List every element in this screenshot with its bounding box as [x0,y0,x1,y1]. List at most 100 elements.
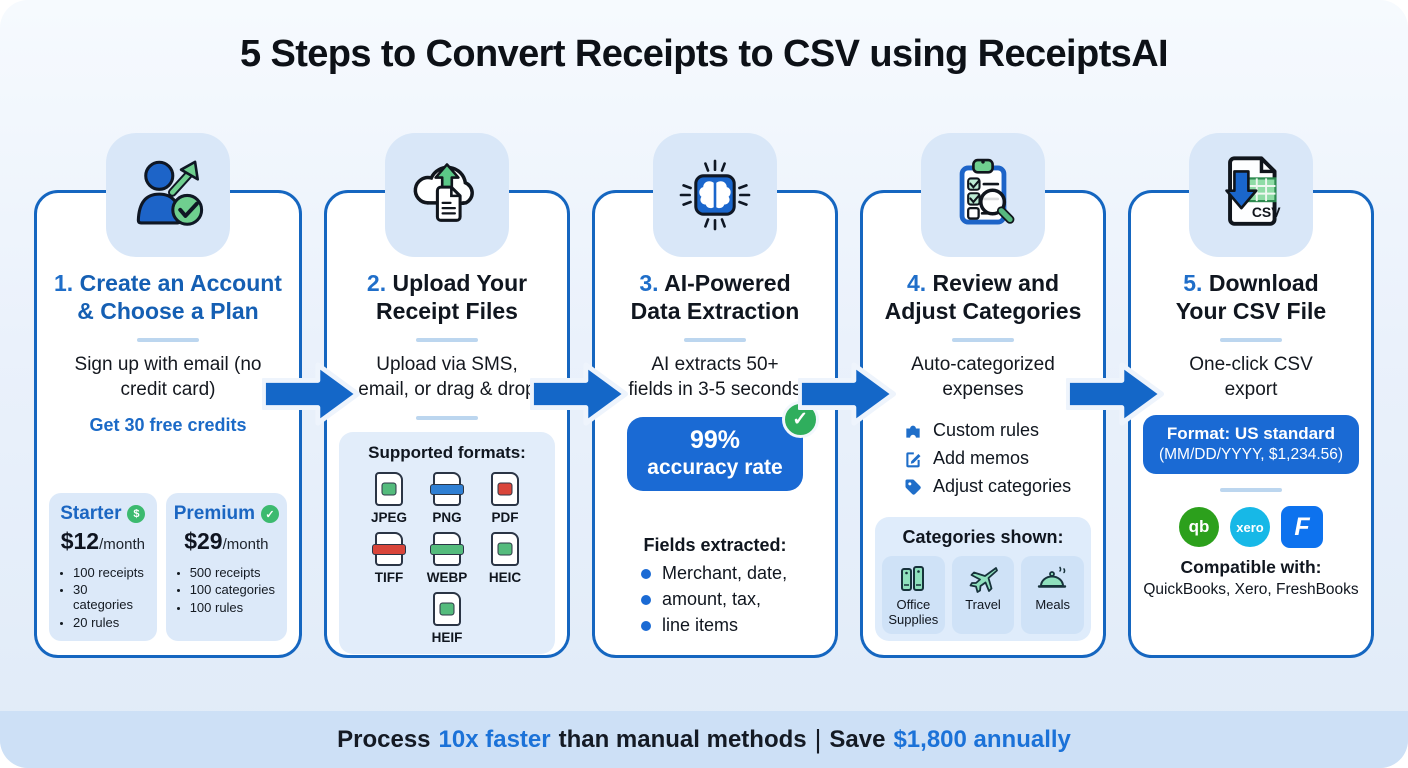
compatible-label: Compatible with: [1180,557,1322,578]
steps-row: 1. Create an Account & Choose a Plan Sig… [0,133,1408,658]
divider [137,338,199,343]
compatible-apps: QuickBooks, Xero, FreshBooks [1143,581,1359,599]
step5-title: 5. Download Your CSV File [1164,269,1339,325]
formats-label: Supported formats: [368,443,526,463]
step1-icon-tile [106,133,230,257]
pdf-file-icon [491,472,519,507]
feature-adjust-categories: Adjust categories [903,476,1091,497]
step2-card-body: 2. Upload Your Receipt Files Upload via … [324,190,570,658]
step1-number: 1. [54,270,74,296]
premium-features: 500 receipts 100 categories 100 rules [174,562,279,617]
freshbooks-logo: F [1281,506,1323,549]
step1-title: 1. Create an Account & Choose a Plan [50,269,286,325]
starter-features: 100 receipts 30 categories 20 rules [57,562,149,632]
clipboard-review-icon [959,158,1015,225]
page-title: 5 Steps to Convert Receipts to CSV using… [239,33,1169,75]
cloud-upload-icon [413,163,474,222]
format-heif: HEIF [425,592,470,645]
format-label: TIFF [374,570,404,586]
step2-number: 2. [366,270,387,296]
category-meals: Meals [1021,556,1085,634]
field-item: amount, tax, [617,589,813,610]
starter-price: $12 [60,528,100,554]
step5-number: 5. [1183,270,1203,296]
accuracy-value: 99% [689,426,741,455]
plane-icon [969,567,998,594]
categories-box: Categories shown: Office Supplies [875,517,1091,641]
format-label: PDF [491,510,519,526]
step4-card-body: 4. Review and Adjust Categories Auto-cat… [860,190,1106,658]
field-text: line items [662,615,739,635]
footer-highlight: 10x faster [438,725,551,753]
step3-card: 3. AI-Powered Data Extraction AI extract… [592,133,897,658]
fields-label: Fields extracted: [643,535,787,555]
step2-card: 2. Upload Your Receipt Files Upload via … [324,133,629,658]
format-line2: (MM/DD/YYYY, $1,234.56) [1158,446,1344,464]
bullet-dot [641,568,651,579]
step1-title-text: Create an Account & Choose a Plan [77,270,282,325]
divider [416,338,478,343]
footer-text: Process [337,725,431,753]
field-text: amount, tax, [662,589,762,609]
jpeg-file-icon [375,472,403,507]
csv-label: CSV [1252,204,1281,220]
category-label: Office Supplies [888,597,939,628]
fields-extracted: Fields extracted: Merchant, date, amount… [607,535,823,641]
plan-starter: Starter $ $12/month 100 receipts 30 cate… [49,493,157,641]
arrow-right-icon [1066,362,1165,426]
step5-title-text: Download Your CSV File [1175,270,1327,325]
step3-title: 3. AI-Powered Data Extraction [615,269,815,325]
divider [952,338,1014,343]
format-png: PNG [425,472,470,525]
plan-starter-price: $12/month [57,528,149,555]
puzzle-icon [906,425,920,438]
formats-grid: JPEG PNG PDF TIFF [347,472,547,645]
step2-title-text: Upload Your Receipt Files [376,270,528,325]
step4-description: Auto-categorized expenses [911,354,1055,400]
step3-icon-tile [653,133,777,257]
feature-add-memos: Add memos [903,448,1091,469]
divider [416,416,478,421]
format-label: JPEG [370,510,408,526]
premium-per: /month [222,536,269,553]
format-label: HEIF [431,630,463,646]
premium-badge-icon: ✓ [261,505,279,523]
format-heic: HEIC [483,532,528,585]
feature-custom-rules: Custom rules [903,420,1091,441]
step1-free-credits: Get 30 free credits [89,415,247,436]
step5-description: One-click CSV export [1189,354,1313,400]
bullet-dot [641,620,651,631]
step4-icon-tile [921,133,1045,257]
categories-row: Office Supplies Travel [882,556,1085,634]
premium-feature: 100 categories [190,582,279,597]
step5-icon-tile: CSV [1189,133,1313,257]
starter-badge-icon: $ [127,505,146,523]
step2-description: Upload via SMS, email, or drag & drop [358,354,536,400]
csv-download-icon: CSV [1225,156,1281,226]
starter-per: /month [99,536,145,553]
format-webp: WEBP [425,532,470,585]
feature-label: Custom rules [933,420,1040,441]
heif-file-icon [433,592,461,627]
field-item: line items [617,615,813,636]
arrow-right-icon [798,362,897,426]
categories-label: Categories shown: [902,527,1064,548]
footer-banner: Process 10x faster than manual methods |… [0,711,1408,768]
step4-title-text: Review and Adjust Categories [884,270,1082,325]
format-jpeg: JPEG [367,472,412,525]
premium-price: $29 [184,528,223,554]
format-label: WEBP [426,570,468,586]
footer-text: than manual methods [558,725,807,753]
step5-card: CSV 5. Download Your CSV File One-click … [1128,133,1374,658]
heic-file-icon [491,532,519,567]
plan-premium-price: $29/month [174,528,279,555]
footer-highlight: $1,800 annually [893,725,1071,753]
plan-premium: Premium ✓ $29/month 500 receipts 100 cat… [165,493,287,641]
step3-title-text: AI-Powered Data Extraction [630,270,800,325]
step1-card: 1. Create an Account & Choose a Plan Sig… [34,133,361,658]
starter-feature: 20 rules [73,615,149,630]
category-label: Meals [1035,597,1071,613]
feature-label: Adjust categories [933,476,1072,497]
format-pdf: PDF [483,472,528,525]
divider [1220,338,1282,343]
